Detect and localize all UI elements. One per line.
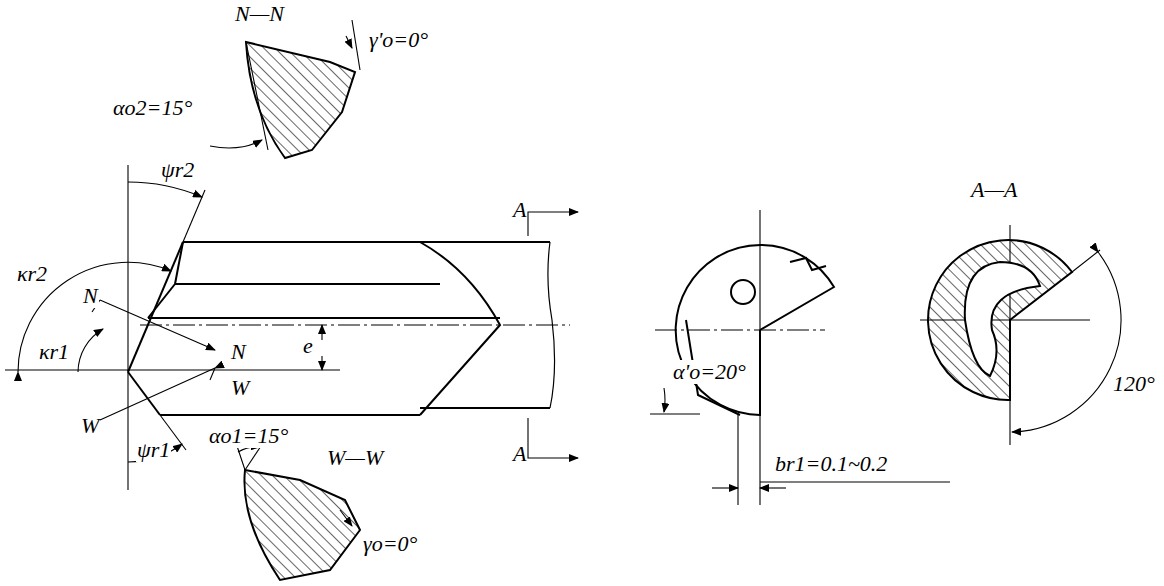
drawing-label: A—A bbox=[970, 178, 1018, 202]
drawing-label: W bbox=[230, 376, 250, 400]
drawing-label: γ'o=0° bbox=[368, 28, 429, 52]
drawing-label: 120° bbox=[1112, 372, 1156, 396]
drawing-label: γo=0° bbox=[362, 532, 418, 556]
drawing-label: A bbox=[512, 442, 527, 466]
drawing-label: N bbox=[230, 340, 247, 364]
section-aa bbox=[920, 225, 1121, 445]
drawing-label: ψr1 bbox=[136, 438, 171, 462]
drawing-label: N bbox=[82, 284, 99, 308]
drawing-label: N—N bbox=[234, 2, 285, 26]
drawing-label: κr1 bbox=[38, 340, 70, 364]
drawing-label: W bbox=[80, 414, 100, 438]
front-view bbox=[650, 210, 950, 505]
drawing-label: A bbox=[512, 198, 527, 222]
reference-lines bbox=[5, 165, 578, 490]
drawing-label: e bbox=[302, 334, 314, 358]
drawing-label: αo1=15° bbox=[208, 424, 289, 448]
drawing-label: W—W bbox=[326, 446, 384, 470]
main-view bbox=[128, 242, 555, 415]
drawing-label: ψr2 bbox=[160, 158, 195, 182]
drawing-label: κr2 bbox=[16, 262, 48, 286]
drawing-label: br1=0.1~0.2 bbox=[774, 452, 888, 476]
section-nn bbox=[210, 20, 360, 158]
drawing-label: α'o=20° bbox=[672, 360, 747, 384]
drawing-label: αo2=15° bbox=[112, 96, 193, 120]
